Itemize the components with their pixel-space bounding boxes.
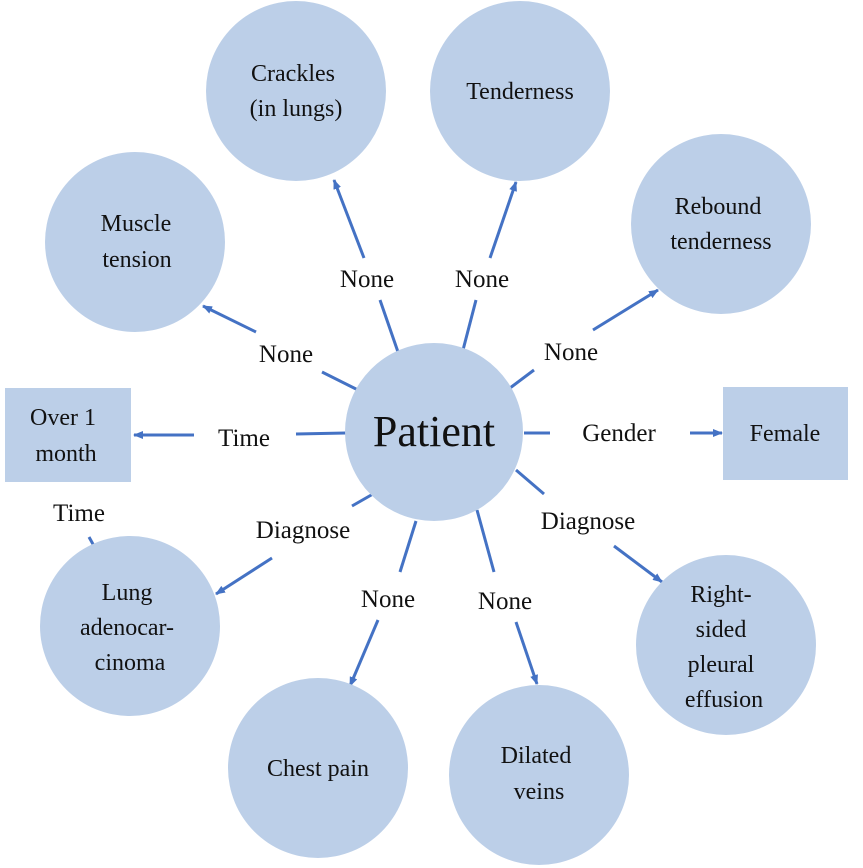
edge-arrow-tenderness xyxy=(488,181,518,259)
effusion-label-line-4: effusion xyxy=(685,687,763,713)
edge-line-diagnose-effusion xyxy=(515,468,545,496)
right-sided-pleural-effusion-label: Right- sided pleural effusion xyxy=(685,582,763,713)
node-tenderness xyxy=(430,1,610,181)
edge-label-diagnose-lung: Diagnose xyxy=(256,517,350,544)
lung-adenocarcinoma-label-line-2: adenocar- xyxy=(80,615,174,641)
node-right-sided-pleural-effusion xyxy=(636,555,816,735)
effusion-label-line-2: sided xyxy=(696,617,747,643)
nodes xyxy=(5,1,848,865)
edge-labels: None None None None Time Gender Diagnose… xyxy=(53,266,656,615)
female-label: Female xyxy=(750,421,821,447)
edge-arrow-crackles xyxy=(332,179,366,259)
edge-arrow-muscle xyxy=(202,304,257,334)
node-patient xyxy=(345,343,523,521)
lung-adenocarcinoma-label: Lung adenocar- cinoma xyxy=(80,580,180,676)
node-labels: Patient Crackles (in lungs) Tenderness R… xyxy=(30,61,820,805)
edge-line-dilated-veins xyxy=(475,509,496,573)
crackles-label-line-2: (in lungs) xyxy=(250,96,343,122)
edge-line-rebound xyxy=(509,368,535,390)
node-rebound-tenderness xyxy=(631,134,811,314)
node-muscle-tension xyxy=(45,152,225,332)
over-1-month-label: Over 1 month xyxy=(30,405,102,467)
rebound-tenderness-label-line-1: Rebound xyxy=(675,194,762,220)
edges xyxy=(87,179,723,687)
edge-label-diagnose-effusion: Diagnose xyxy=(541,508,635,535)
node-female xyxy=(723,387,848,480)
node-dilated-veins xyxy=(449,685,629,865)
edge-arrow-diagnose-lung xyxy=(215,556,273,596)
edge-arrow-diagnose-effusion xyxy=(613,544,663,584)
rebound-tenderness-label-line-2: tenderness xyxy=(670,229,771,255)
muscle-tension-label-line-2: tension xyxy=(102,247,171,273)
edge-line-muscle xyxy=(321,370,359,392)
edge-line-diagnose-lung xyxy=(351,492,374,508)
tenderness-label: Tenderness xyxy=(466,79,574,105)
edge-label-lung-to-time: Time xyxy=(53,500,105,527)
node-crackles xyxy=(206,1,386,181)
edge-label-chest-pain: None xyxy=(361,586,415,613)
edge-label-tenderness: None xyxy=(455,266,509,293)
lung-adenocarcinoma-label-line-1: Lung xyxy=(102,580,153,606)
edge-label-gender: Gender xyxy=(582,420,656,447)
edge-label-dilated-veins: None xyxy=(478,588,532,615)
edge-arrow-dilated-veins xyxy=(514,621,539,685)
node-over-1-month xyxy=(5,388,131,482)
crackles-label: Crackles (in lungs) xyxy=(250,61,343,122)
dilated-veins-label-line-2: veins xyxy=(514,779,565,805)
node-chest-pain xyxy=(228,678,408,858)
effusion-label-line-1: Right- xyxy=(690,582,751,608)
chest-pain-label: Chest pain xyxy=(267,756,369,782)
crackles-label-line-1: Crackles xyxy=(251,61,335,87)
lung-adenocarcinoma-label-line-3: cinoma xyxy=(95,650,166,676)
edge-line-tenderness xyxy=(461,299,478,351)
muscle-tension-label-line-1: Muscle xyxy=(101,211,172,237)
effusion-label-line-3: pleural xyxy=(688,652,755,678)
over-1-month-label-line-2: month xyxy=(35,441,96,467)
edge-line-crackles xyxy=(378,299,400,353)
edge-label-muscle-tension: None xyxy=(259,341,313,368)
edge-arrow-rebound xyxy=(592,288,659,332)
node-lung-adenocarcinoma xyxy=(40,536,220,716)
edge-arrow-chest-pain xyxy=(348,619,380,687)
dilated-veins-label: Dilated veins xyxy=(501,743,578,805)
edge-line-chest-pain xyxy=(398,520,418,573)
edge-label-time: Time xyxy=(218,425,270,452)
dilated-veins-label-line-1: Dilated xyxy=(501,743,572,769)
edge-label-rebound-tenderness: None xyxy=(544,339,598,366)
edge-label-crackles: None xyxy=(340,266,394,293)
tenderness-label-line-1: Tenderness xyxy=(466,79,574,105)
over-1-month-label-line-1: Over 1 xyxy=(30,405,96,431)
muscle-tension-label: Muscle tension xyxy=(101,211,178,273)
patient-label: Patient xyxy=(373,407,495,456)
edge-line-time xyxy=(295,431,347,436)
rebound-tenderness-label: Rebound tenderness xyxy=(670,194,771,255)
